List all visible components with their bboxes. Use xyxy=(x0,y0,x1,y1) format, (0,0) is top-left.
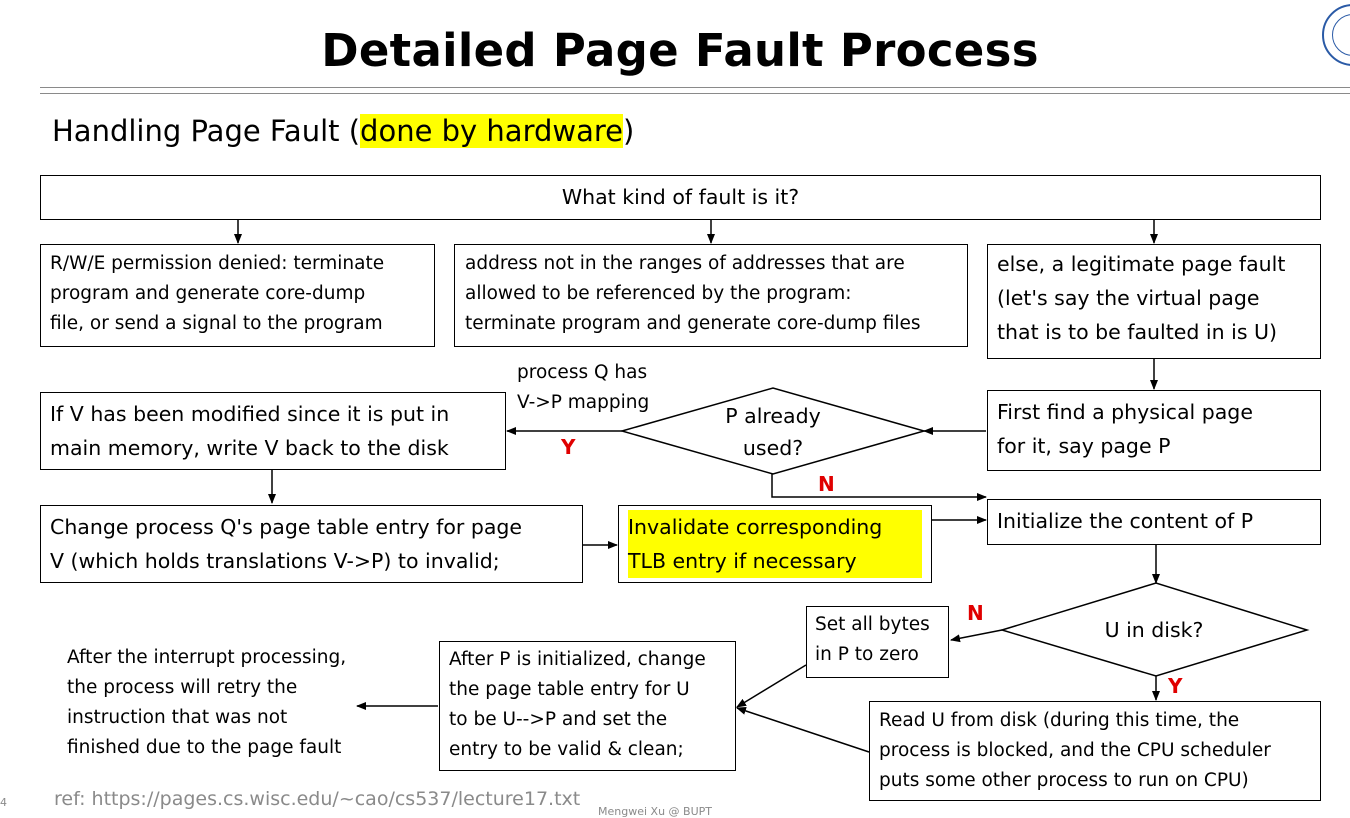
decision-u-in-disk-label: U in disk? xyxy=(1104,618,1204,642)
edge-label-yes-2: Y xyxy=(1168,674,1183,698)
set-zero-box: Set all bytes in P to zero xyxy=(806,606,949,678)
decision-u-in-disk-shape xyxy=(999,582,1310,677)
edge-label-no-1: N xyxy=(818,472,835,496)
title-divider-bottom xyxy=(40,93,1350,94)
title-divider-top xyxy=(40,87,1350,88)
write-back-box: If V has been modified since it is put i… xyxy=(40,392,506,470)
arrow-to-set-zero xyxy=(950,629,1003,643)
reference-link[interactable]: ref: https://pages.cs.wisc.edu/~cao/cs53… xyxy=(54,788,581,810)
arrow-zero-to-after xyxy=(736,664,807,708)
invalidate-tlb-box: Invalidate corresponding TLB entry if ne… xyxy=(618,505,932,583)
address-not-in-range-box: address not in the ranges of addresses t… xyxy=(454,244,968,347)
edge-label-no-2: N xyxy=(967,601,984,625)
arrow-no-to-initialize xyxy=(771,474,987,501)
edge-label-yes-1: Y xyxy=(561,435,576,459)
section-heading: Handling Page Fault (done by hardware) xyxy=(52,114,635,148)
initialize-content-box: Initialize the content of P xyxy=(987,499,1321,545)
process-q-label: process Q has V->P mapping xyxy=(517,362,650,413)
page-title: Detailed Page Fault Process xyxy=(321,24,1039,77)
fault-kind-box: What kind of fault is it? xyxy=(40,175,1321,220)
find-physical-page-box: First find a physical page for it, say p… xyxy=(987,390,1321,471)
retry-note: After the interrupt processing, the proc… xyxy=(67,647,347,758)
decision-p-used-label: P already used? xyxy=(725,404,821,460)
read-from-disk-box: Read U from disk (during this time, the … xyxy=(869,701,1321,801)
permission-denied-box: R/W/E permission denied: terminate progr… xyxy=(40,244,435,347)
page-number: 4 xyxy=(0,796,7,809)
arrow-read-to-after xyxy=(736,707,870,753)
legitimate-fault-box: else, a legitimate page fault (let's say… xyxy=(987,244,1321,359)
heading-highlight: done by hardware xyxy=(360,114,624,148)
decision-p-used-shape xyxy=(619,387,927,475)
after-initialized-box: After P is initialized, change the page … xyxy=(439,641,736,771)
change-pte-box: Change process Q's page table entry for … xyxy=(40,505,583,583)
